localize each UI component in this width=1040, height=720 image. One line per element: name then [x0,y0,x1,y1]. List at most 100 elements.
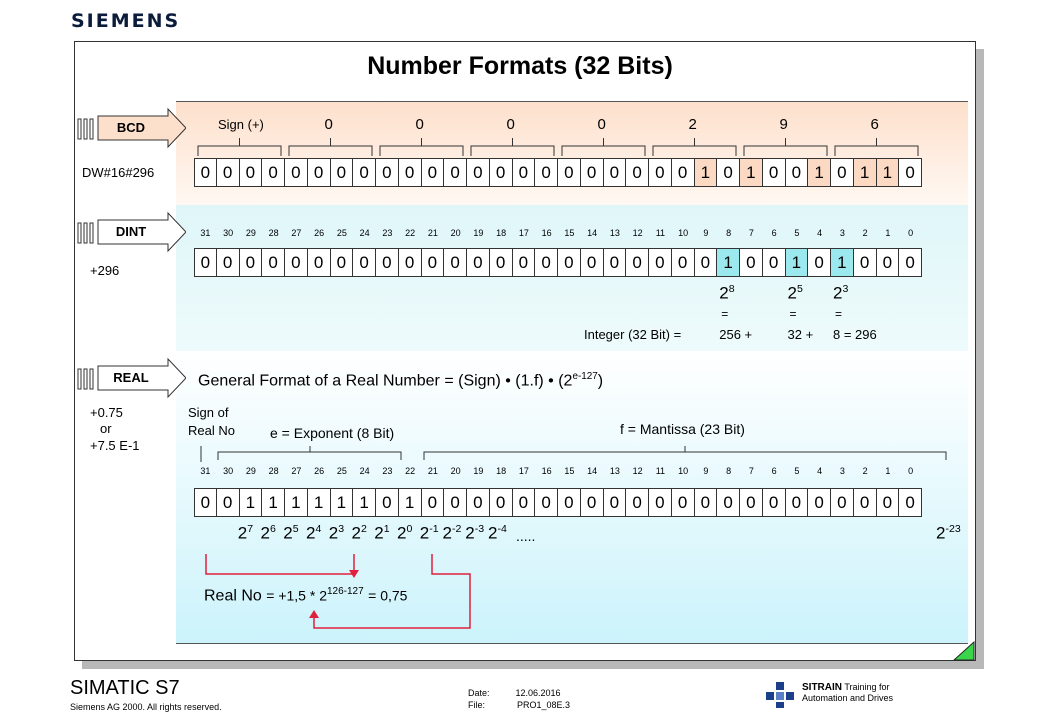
bit-number: 6 [771,228,777,238]
bit-number: 23 [382,466,393,476]
bit-cell: 0 [489,488,513,517]
bit-cell: 0 [216,488,240,517]
bit-cell: 1 [831,248,854,277]
bit-cell: 0 [899,248,922,277]
last-power-exp: -23 [945,523,961,535]
bit-cell: 0 [876,488,900,517]
bit-cell: 0 [558,488,581,517]
bit-cell: 0 [421,158,445,187]
bit-number: 1 [885,228,891,238]
bcd-tag: BCD [76,107,186,149]
bit-cell: 1 [239,488,263,517]
bit-cell: 0 [762,158,786,187]
bit-cell: 0 [831,158,854,187]
bit-cell: 0 [467,158,490,187]
real-tag-label: REAL [113,370,149,385]
real-brackets [200,446,947,462]
bit-cell: 0 [262,248,285,277]
bit-cell: 0 [535,158,558,187]
bit-cell: 0 [762,488,786,517]
bit-number: 4 [817,228,823,238]
bit-cell: 0 [808,488,831,517]
bit-number: 12 [632,466,643,476]
bit-cell: 1 [717,248,740,277]
bit-cell: 0 [558,248,581,277]
bit-number: 30 [223,466,234,476]
bit-cell: 0 [444,488,467,517]
bit-number: 19 [473,228,484,238]
bit-number: 27 [291,466,302,476]
bit-cell: 0 [671,488,695,517]
ellipsis: ..... [516,528,536,544]
bit-number: 15 [564,228,575,238]
dint-tag: DINT [76,211,186,253]
bit-cell: 1 [262,488,285,517]
real-example-2: or [100,421,112,436]
bit-cell: 0 [285,248,308,277]
bcd-digit: 6 [870,116,879,133]
bit-cell: 0 [740,488,763,517]
bit-number: 26 [314,466,325,476]
power-of-two: 28 [719,283,735,303]
formula-end: = 0,75 [368,587,408,604]
bit-number: 3 [839,466,845,476]
general-format-exp: e-127 [572,371,598,382]
power-value: 256 + [719,327,753,342]
bit-number: 12 [632,228,643,238]
bit-number: 31 [200,228,211,238]
bit-cell: 1 [853,158,877,187]
bit-cell: 1 [876,158,900,187]
footer-date: Date:12.06.2016 [468,688,561,698]
bit-cell: 1 [398,488,422,517]
bit-number: 7 [748,228,754,238]
bit-number: 25 [336,228,347,238]
nibble-bracket [834,145,919,156]
bit-cell: 0 [899,488,922,517]
bit-number: 8 [726,466,732,476]
bit-cell: 0 [330,248,354,277]
tag-arrow-icon [77,357,186,399]
file-value: PRO1_08E.3 [517,700,571,710]
bit-number: 16 [541,228,552,238]
bit-cell: 0 [512,488,536,517]
real-tag: REAL [76,357,186,399]
bit-cell: 0 [671,158,695,187]
bit-cell: 0 [785,488,809,517]
bit-number: 11 [655,466,666,476]
bit-cell: 0 [603,248,627,277]
bit-cell: 0 [239,248,263,277]
sign-label-1: Sign of [188,405,229,420]
bit-number: 4 [817,466,823,476]
bit-cell: 0 [262,158,285,187]
formula-exp: 126-127 [326,586,364,597]
bit-cell: 0 [330,158,354,187]
bit-number: 2 [862,466,868,476]
bit-number: 31 [200,466,211,476]
exponent-power: 21 [374,523,390,543]
power-eq: = [721,307,729,321]
bit-number: 20 [450,466,461,476]
bcd-digit: 0 [415,116,424,133]
bit-cell: 0 [421,248,445,277]
bit-cell: 0 [626,248,649,277]
bit-cell: 0 [421,488,445,517]
bit-number: 3 [839,228,845,238]
bit-cell: 0 [649,158,672,187]
bit-cell: 0 [535,488,558,517]
exponent-power: 24 [306,523,322,543]
bit-number: 10 [678,466,689,476]
bit-cell: 0 [808,248,831,277]
sitrain-name: SITRAIN [802,682,842,693]
exponent-power: 25 [283,523,299,543]
bit-number: 13 [609,466,620,476]
real-example-3: +7.5 E-1 [90,438,140,453]
bit-cell: 0 [194,248,217,277]
bit-number: 10 [678,228,689,238]
tag-arrow-icon [77,107,186,149]
bit-number: 1 [885,466,891,476]
bit-cell: 0 [194,158,217,187]
bit-number: 22 [405,228,416,238]
bit-number: 20 [450,228,461,238]
bcd-example: DW#16#296 [82,165,155,180]
